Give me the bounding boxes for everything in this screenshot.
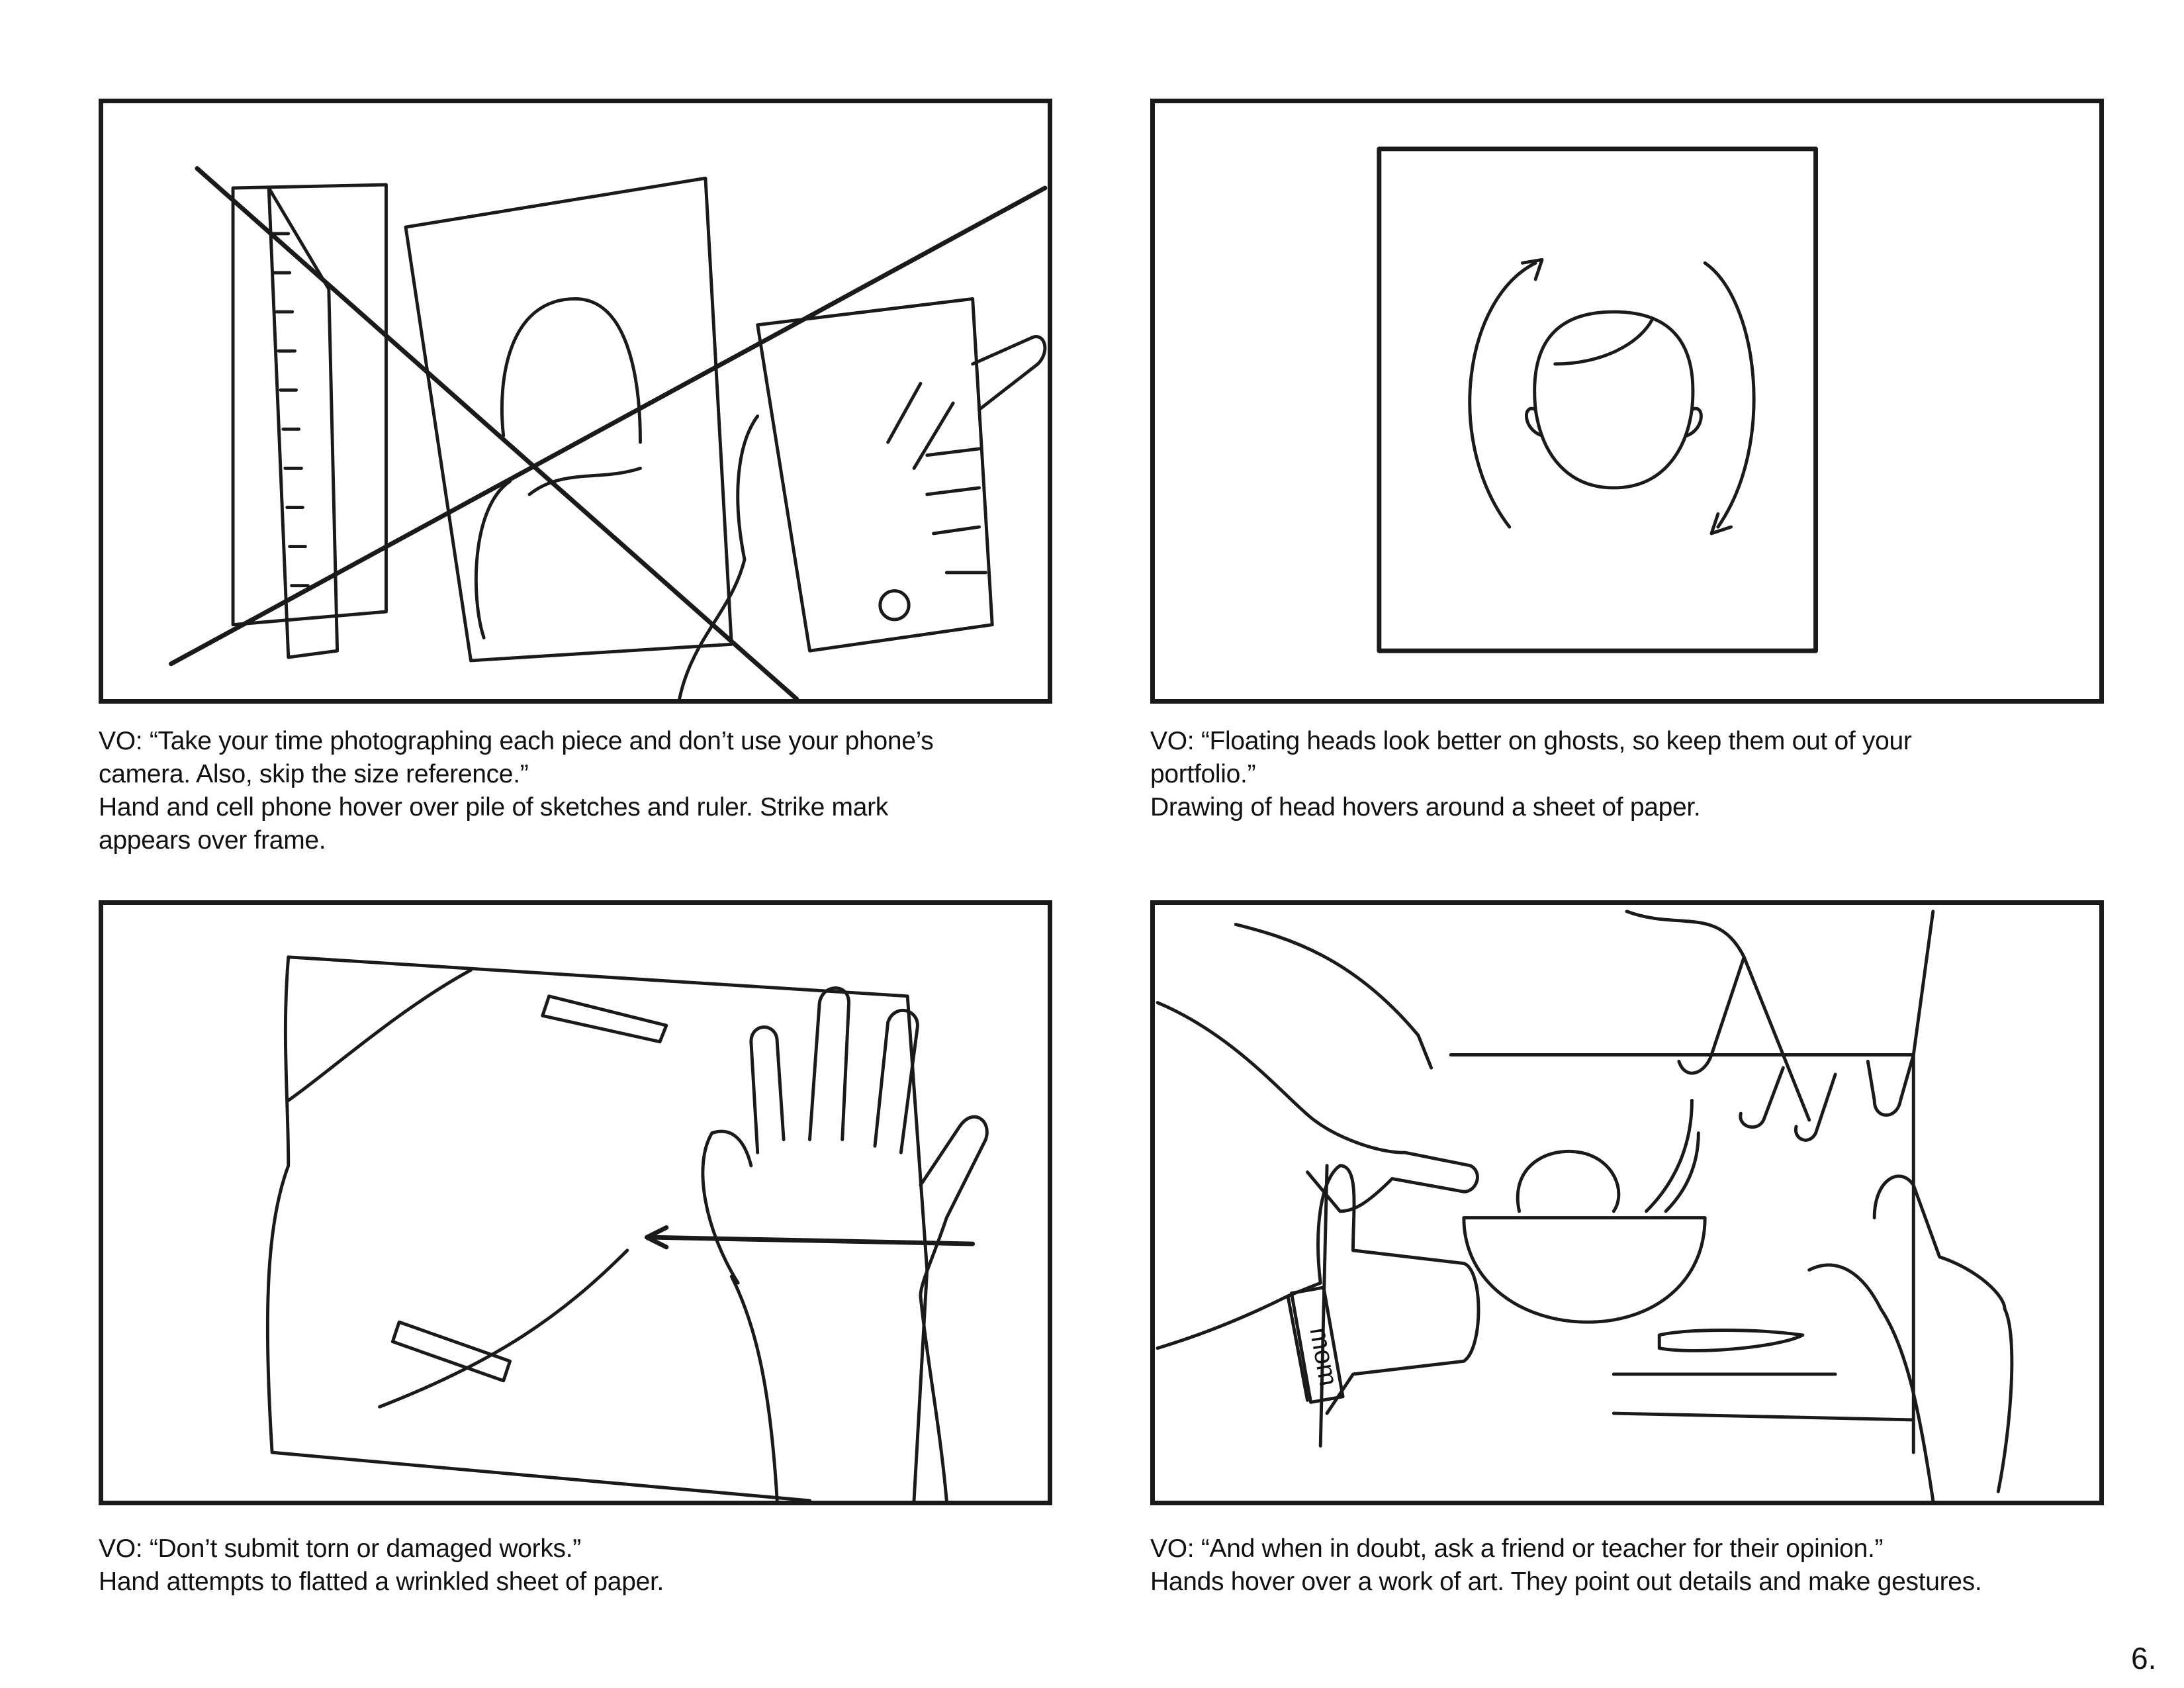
voiceover-text: VO: “Take your time photographing each p… <box>99 727 934 755</box>
storyboard-frame-1 <box>99 99 1052 704</box>
voiceover-text: VO: “Floating heads look better on ghost… <box>1150 727 1912 755</box>
voiceover-text: VO: “Don’t submit torn or damaged works.… <box>99 1534 581 1563</box>
storyboard-frame-4: mom <box>1150 900 2104 1505</box>
frame-4-caption: VO: “And when in doubt, ask a friend or … <box>1150 1532 2116 1599</box>
action-text: Hand and cell phone hover over pile of s… <box>99 793 888 821</box>
action-text-cont: appears over frame. <box>99 826 326 855</box>
storyboard-frame-2 <box>1150 99 2104 704</box>
storyboard-frame-3 <box>99 900 1052 1505</box>
frame-2-caption: VO: “Floating heads look better on ghost… <box>1150 725 2116 824</box>
voiceover-text: VO: “And when in doubt, ask a friend or … <box>1150 1534 1884 1563</box>
sketch-phone-photographing-strike <box>169 166 1048 699</box>
voiceover-text-cont: camera. Also, skip the size reference.” <box>99 760 529 788</box>
frame-1-caption: VO: “Take your time photographing each p… <box>99 725 1065 857</box>
frame-3-caption: VO: “Don’t submit torn or damaged works.… <box>99 1532 1065 1599</box>
sketch-wrinkled-paper-hand <box>265 955 989 1501</box>
sketch-hands-fruit-bowl <box>1156 910 2014 1501</box>
voiceover-text-cont: portfolio.” <box>1150 760 1256 788</box>
page-number: 6. <box>2131 1641 2157 1675</box>
action-text: Hands hover over a work of art. They poi… <box>1150 1568 1982 1596</box>
action-text: Hand attempts to flatted a wrinkled shee… <box>99 1568 664 1596</box>
sketch-floating-head <box>1377 146 1819 653</box>
action-text: Drawing of head hovers around a sheet of… <box>1150 793 1701 821</box>
